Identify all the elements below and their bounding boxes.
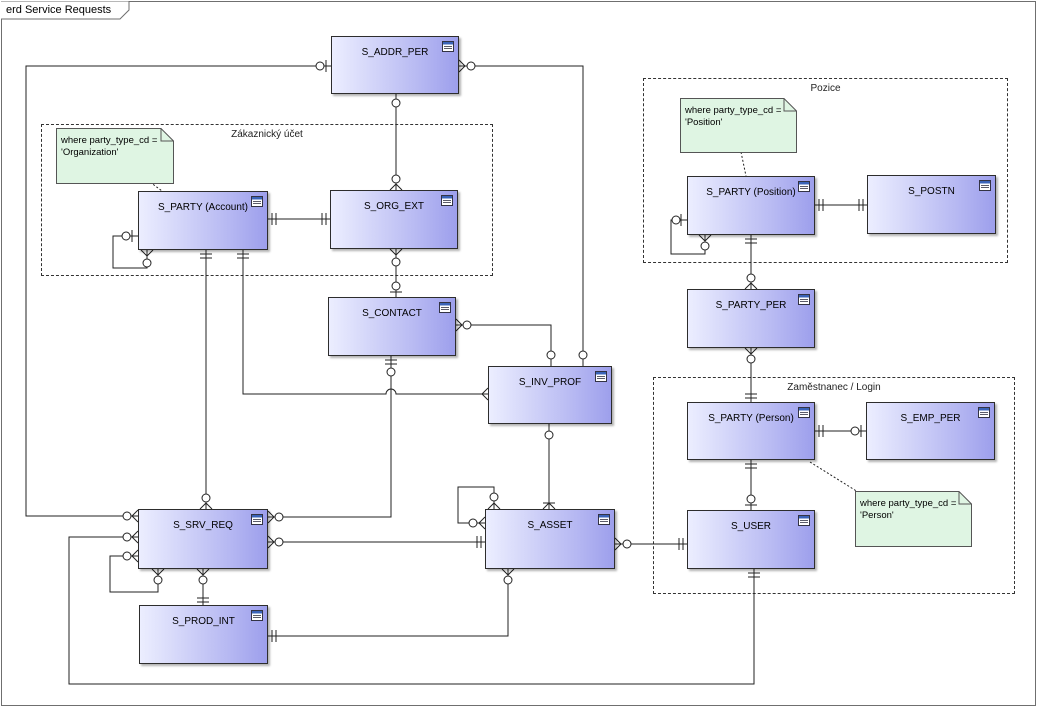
entity-name: S_POSTN: [908, 186, 955, 197]
table-icon: [251, 610, 263, 621]
entity-name: S_SRV_REQ: [173, 520, 233, 531]
entity-name: S_PARTY (Position): [706, 187, 796, 198]
table-icon: [441, 195, 453, 206]
entity-name: S_PARTY (Account): [157, 202, 249, 213]
entity-name: S_PARTY_PER: [715, 300, 787, 311]
note-person: where party_type_cd = 'Person': [855, 491, 972, 547]
entity-s-addr-per[interactable]: S_ADDR_PER: [331, 36, 459, 94]
table-icon: [978, 407, 990, 418]
note-link-position: [740, 151, 747, 177]
table-icon: [798, 407, 810, 418]
rel-addr-srvreq: [25, 65, 331, 517]
entity-name: S_PROD_INT: [172, 616, 235, 627]
note-shape: [855, 491, 972, 547]
entity-s-party-person[interactable]: S_PARTY (Person): [687, 402, 815, 460]
table-icon: [798, 515, 810, 526]
table-icon: [595, 371, 607, 382]
title-tab-shape: [1, 1, 130, 20]
entity-s-org-ext[interactable]: S_ORG_EXT: [330, 190, 458, 249]
entity-name: S_EMP_PER: [900, 413, 961, 424]
entity-name: S_ORG_EXT: [363, 201, 425, 212]
table-icon: [598, 514, 610, 525]
note-position: where party_type_cd = 'Position': [680, 98, 797, 153]
package-title: Zaměstnanec / Login: [787, 382, 881, 393]
note-shape: [56, 128, 174, 184]
entity-s-inv-prof[interactable]: S_INV_PROF: [488, 366, 612, 424]
note-link-person: [809, 461, 859, 493]
package-pozice: Pozice: [643, 78, 1008, 263]
diagram-title: erd Service Requests: [6, 4, 112, 16]
table-icon: [442, 41, 454, 52]
note-text: where party_type_cd = 'Organization': [61, 135, 158, 158]
note-text: where party_type_cd = 'Position': [685, 105, 782, 128]
note-shape: [680, 98, 797, 153]
entity-s-party-per[interactable]: S_PARTY_PER: [687, 289, 815, 348]
entity-name: S_ADDR_PER: [361, 47, 429, 58]
rel-account-invprof: [242, 250, 488, 395]
entity-name: S_USER: [730, 521, 771, 532]
rel-contact-invprof: [456, 324, 552, 366]
entity-s-asset[interactable]: S_ASSET: [485, 509, 615, 569]
entity-s-party-position[interactable]: S_PARTY (Position): [687, 176, 815, 235]
rel-contact-srvreq: [268, 356, 392, 518]
entity-s-emp-per[interactable]: S_EMP_PER: [866, 402, 995, 460]
entity-name: S_PARTY (Person): [708, 413, 794, 424]
entity-s-srv-req[interactable]: S_SRV_REQ: [138, 509, 268, 569]
table-icon: [251, 196, 263, 207]
entity-s-user[interactable]: S_USER: [687, 510, 815, 569]
table-icon: [798, 294, 810, 305]
rel-addr-invprof: [459, 65, 584, 366]
table-icon: [798, 181, 810, 192]
entity-s-party-account[interactable]: S_PARTY (Account): [138, 191, 268, 250]
entity-s-postn[interactable]: S_POSTN: [867, 175, 996, 234]
table-icon: [251, 514, 263, 525]
entity-s-contact[interactable]: S_CONTACT: [328, 297, 456, 356]
rel-prodint-asset: [268, 569, 509, 637]
entity-s-prod-int[interactable]: S_PROD_INT: [139, 605, 268, 664]
table-icon: [979, 180, 991, 191]
table-icon: [439, 302, 451, 313]
note-link-organization: [149, 181, 163, 192]
entity-name: S_ASSET: [527, 520, 573, 531]
rel-srvreq-user: [68, 536, 755, 685]
note-text: where party_type_cd = 'Person': [860, 498, 957, 521]
package-zakaznicky-ucet: Zákaznický účet: [41, 124, 493, 276]
entity-name: S_CONTACT: [362, 308, 422, 319]
note-organization: where party_type_cd = 'Organization': [56, 128, 174, 184]
package-title: Pozice: [810, 83, 841, 94]
package-zamestnanec-login: Zaměstnanec / Login: [653, 377, 1015, 594]
entity-name: S_INV_PROF: [518, 377, 582, 388]
package-title: Zákaznický účet: [231, 129, 303, 140]
